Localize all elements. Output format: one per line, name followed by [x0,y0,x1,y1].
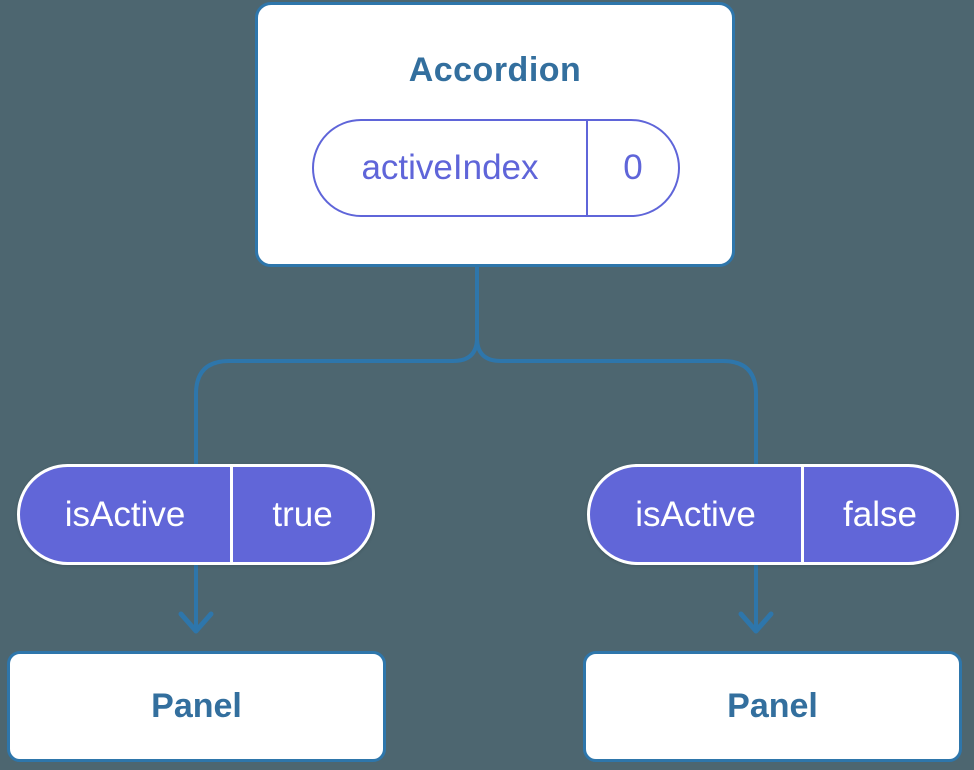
prop-pill-divider [230,467,233,562]
prop-pill-name: isActive [64,494,186,534]
accordion-node: Accordion activeIndex 0 [255,2,735,267]
arrowhead-down-right-icon [738,611,774,634]
accordion-node-title: Accordion [408,51,582,89]
panel-node-left: Panel [7,651,386,762]
prop-pill-value: false [843,494,917,534]
arrowhead-down-left-icon [178,611,214,634]
state-pill: activeIndex 0 [312,119,680,217]
panel-node-right: Panel [583,651,962,762]
panel-node-label: Panel [151,687,242,725]
prop-pill-isactive-true: isActive true [17,464,375,565]
edge-right-branch [475,266,758,628]
panel-node-label: Panel [727,687,818,725]
state-pill-value: 0 [623,148,643,187]
state-pill-divider [586,121,588,215]
prop-pill-isactive-false: isActive false [587,464,959,565]
prop-pill-divider [801,467,804,562]
state-pill-name: activeIndex [361,148,539,187]
edge-left-branch [194,266,479,628]
prop-pill-name: isActive [635,494,756,534]
prop-pill-value: true [272,494,333,534]
